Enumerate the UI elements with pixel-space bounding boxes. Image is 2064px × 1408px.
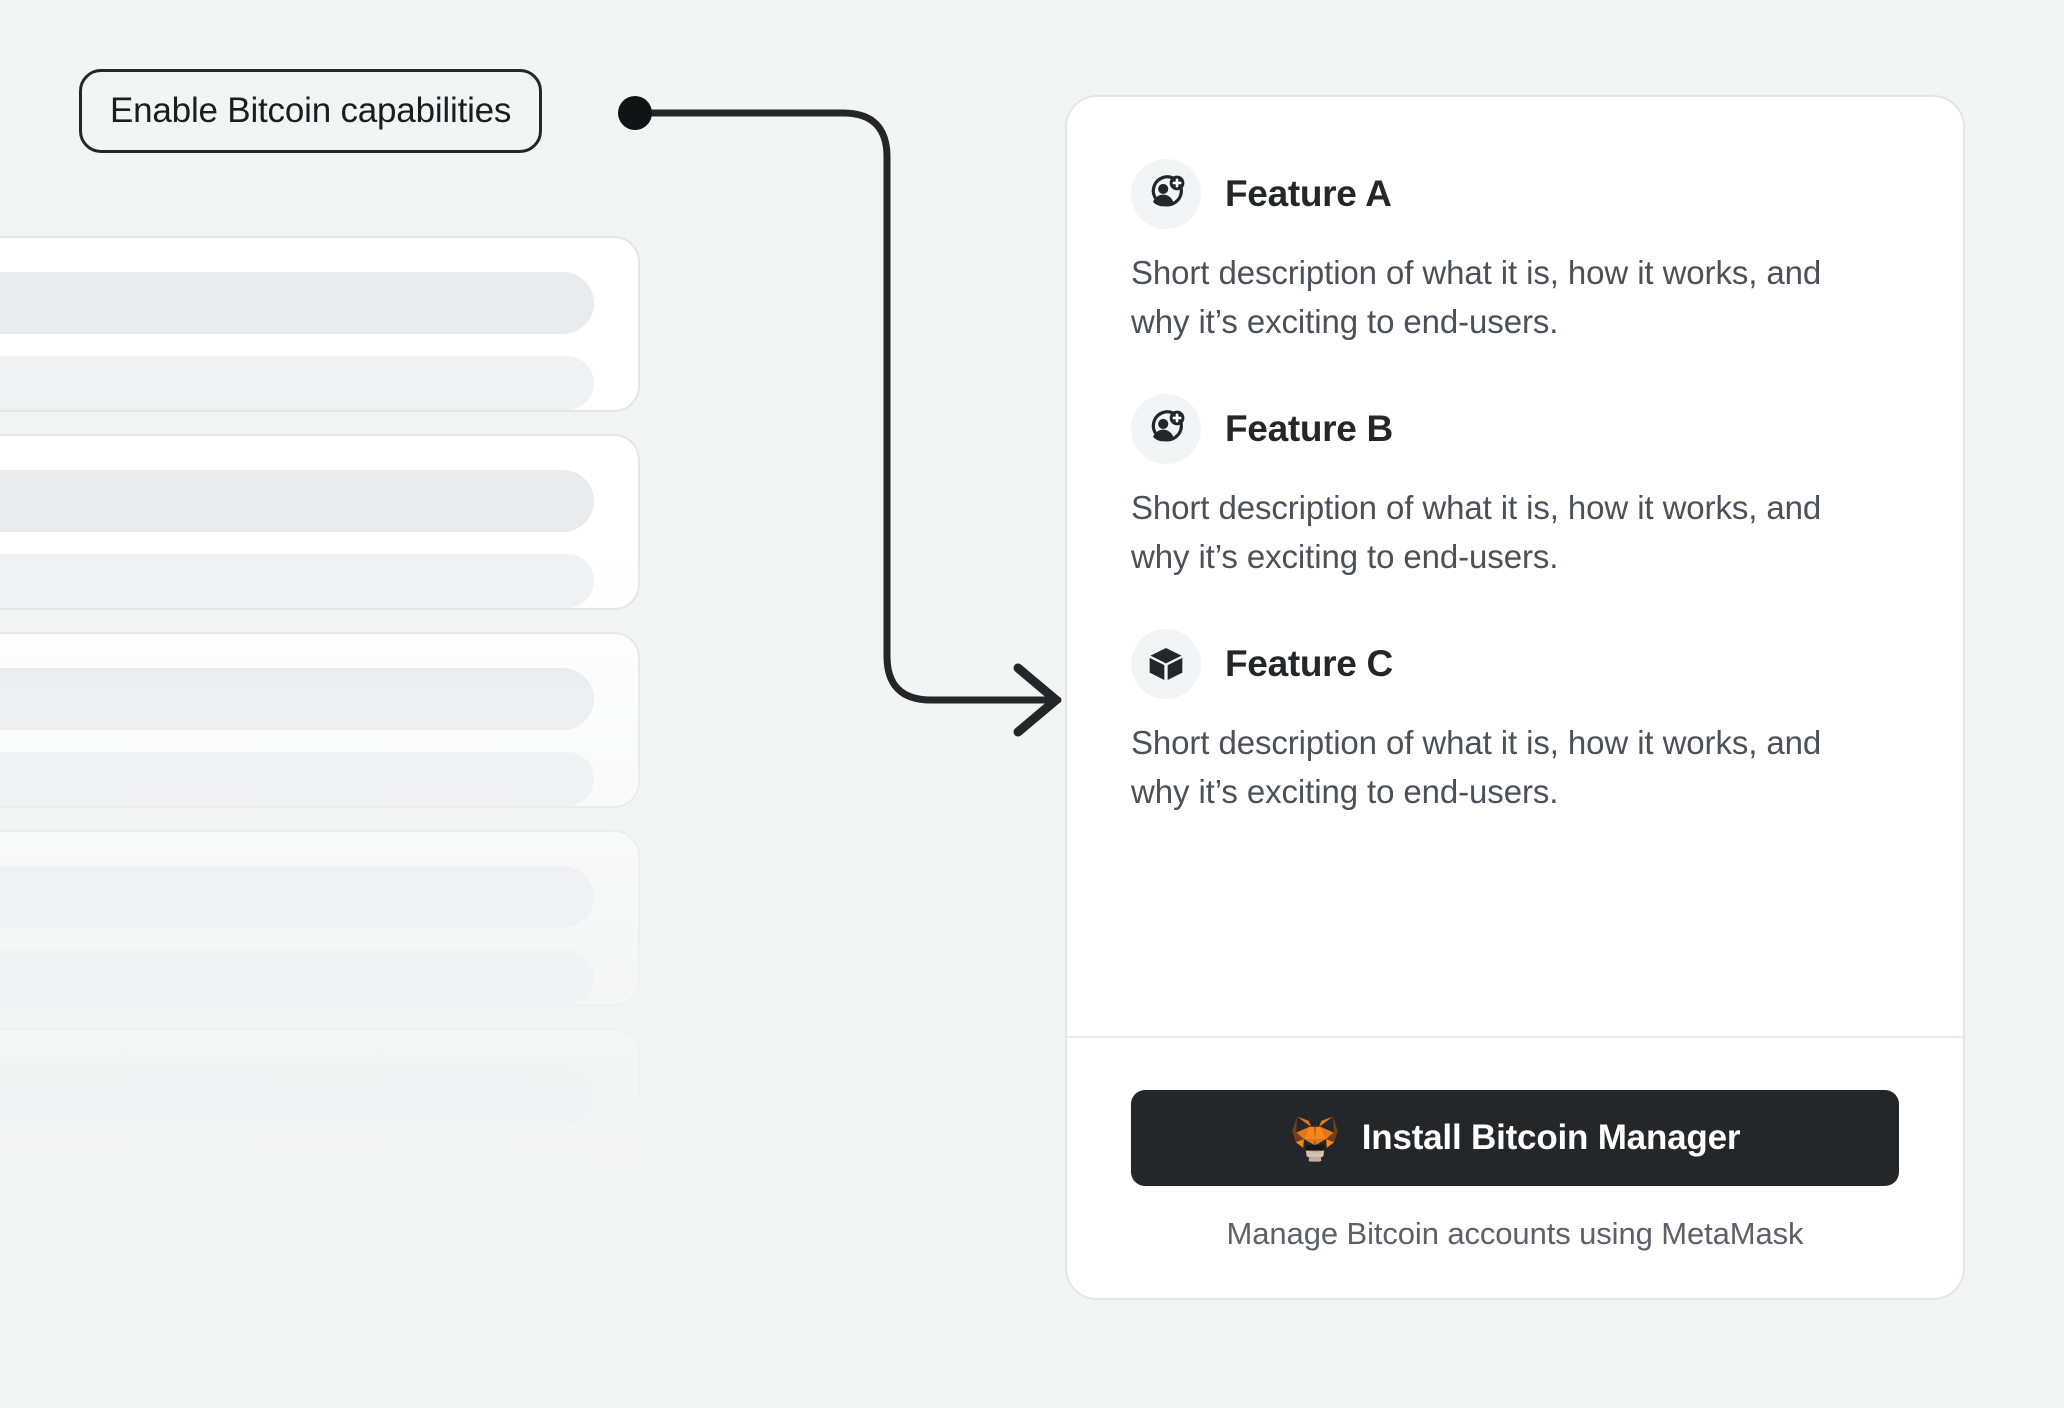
skeleton-bar-secondary [0,950,594,1004]
skeleton-bar-secondary [0,356,594,410]
card-footer: Install Bitcoin Manager Manage Bitcoin a… [1067,1036,1963,1298]
feature-header: Feature B [1131,394,1899,464]
feature-card: Feature A Short description of what it i… [1065,95,1965,1300]
callout-label-text: Enable Bitcoin capabilities [110,91,512,130]
feature-title: Feature C [1225,643,1393,684]
feature-description: Short description of what it is, how it … [1131,489,1822,575]
callout-label[interactable]: Enable Bitcoin capabilities [79,69,543,153]
skeleton-bar-primary [0,272,594,334]
feature-description: Short description of what it is, how it … [1131,254,1822,340]
metamask-fox-icon [1290,1115,1340,1162]
install-bitcoin-manager-button[interactable]: Install Bitcoin Manager [1131,1090,1899,1186]
skeleton-placeholder-list [0,236,640,1408]
skeleton-card [0,1028,640,1204]
skeleton-card [0,236,640,412]
skeleton-bar-secondary [0,1148,594,1202]
cube-icon [1131,629,1201,699]
feature-header: Feature A [1131,159,1899,229]
feature-title: Feature B [1225,408,1393,449]
feature-item-b: Feature B Short description of what it i… [1131,394,1899,581]
skeleton-card [0,434,640,610]
feature-description: Short description of what it is, how it … [1131,724,1822,810]
arrow-head-icon [1013,663,1061,737]
install-caption: Manage Bitcoin accounts using MetaMask [1226,1216,1804,1251]
skeleton-card [0,632,640,808]
skeleton-bar-primary [0,1064,594,1126]
feature-list: Feature A Short description of what it i… [1067,97,1963,1036]
user-add-icon [1131,159,1201,229]
connector-origin-dot [618,96,652,130]
install-button-label: Install Bitcoin Manager [1361,1118,1741,1157]
skeleton-bar-secondary [0,554,594,608]
feature-item-c: Feature C Short description of what it i… [1131,629,1899,816]
skeleton-bar-primary [0,470,594,532]
user-add-icon [1131,394,1201,464]
connector-path [631,109,1062,704]
skeleton-bar-primary [0,668,594,730]
skeleton-bar-primary [0,866,594,928]
feature-header: Feature C [1131,629,1899,699]
feature-title: Feature A [1225,173,1392,214]
skeleton-card [0,830,640,1006]
skeleton-bar-secondary [0,752,594,806]
feature-item-a: Feature A Short description of what it i… [1131,159,1899,346]
